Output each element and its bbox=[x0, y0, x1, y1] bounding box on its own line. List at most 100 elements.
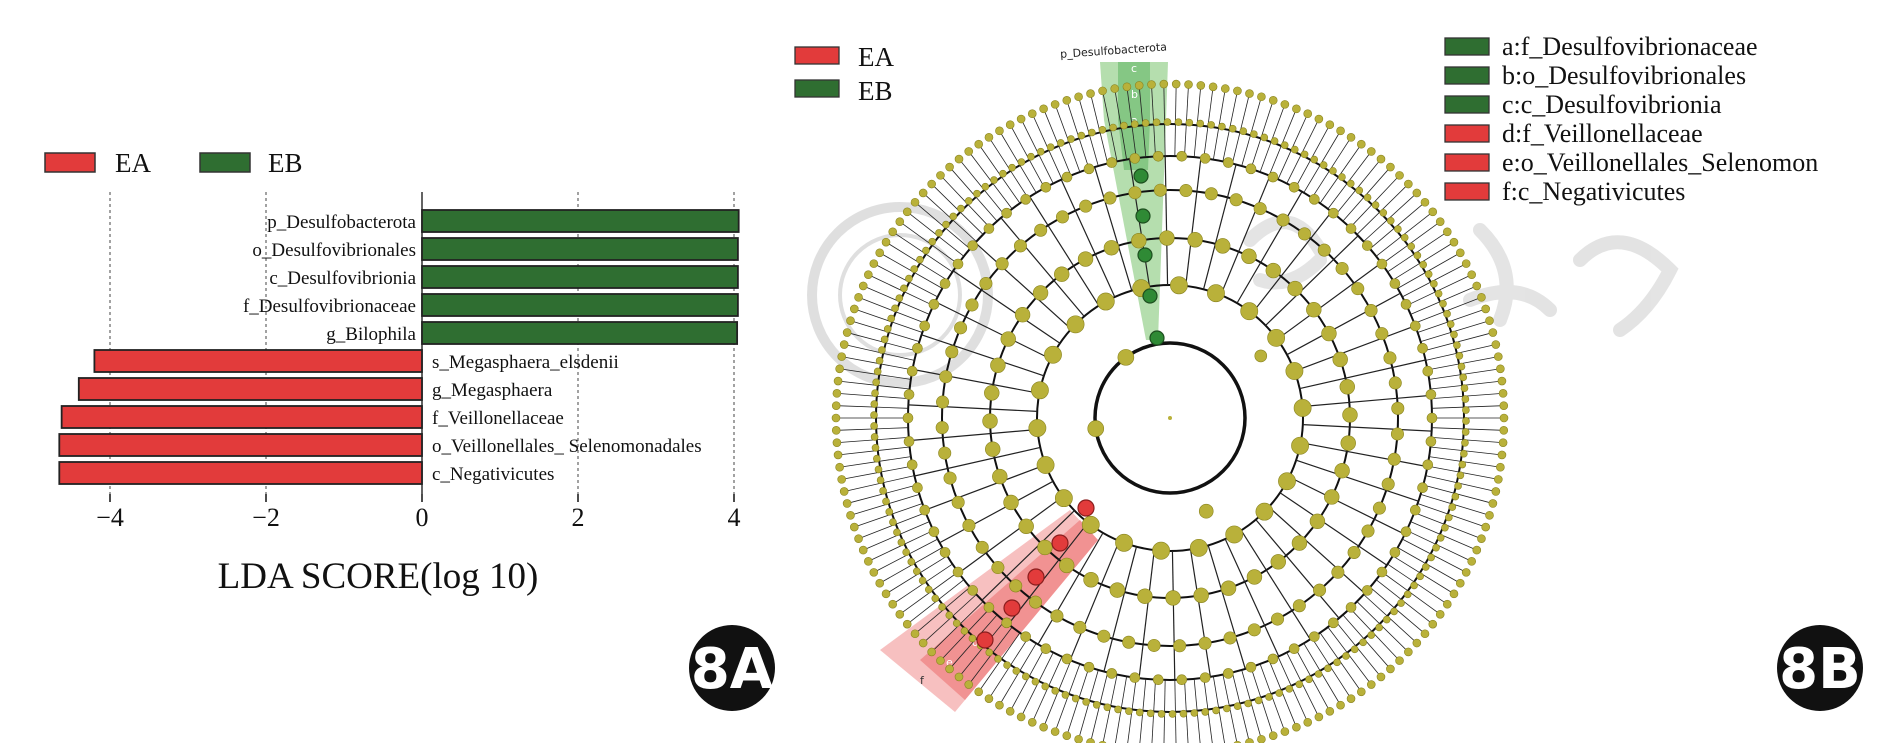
clade-node bbox=[1253, 202, 1267, 216]
clade-node bbox=[1198, 503, 1214, 519]
leaf-node bbox=[1376, 672, 1386, 682]
clade-node bbox=[906, 365, 918, 377]
leaf-node bbox=[1017, 158, 1026, 166]
clade-node bbox=[1117, 349, 1135, 366]
leaf-node bbox=[1386, 216, 1395, 225]
clade-branch bbox=[1202, 164, 1237, 290]
clade-node bbox=[1106, 157, 1117, 168]
clade-node bbox=[1225, 525, 1244, 544]
leaf-node bbox=[880, 335, 889, 344]
clade-node bbox=[1044, 345, 1062, 364]
leaf-node bbox=[876, 476, 885, 485]
leaf-node bbox=[1208, 82, 1218, 92]
clade-branch bbox=[958, 496, 1064, 574]
leaf-node bbox=[1233, 86, 1242, 96]
bar-label: o_Desulfovibrionales bbox=[252, 240, 416, 261]
clade-branch bbox=[1279, 492, 1388, 566]
leaf-node bbox=[1435, 217, 1445, 226]
leaf-node bbox=[850, 522, 859, 532]
clade-node bbox=[1417, 342, 1428, 354]
leaf-node bbox=[1481, 304, 1490, 314]
clade-node bbox=[1122, 635, 1136, 649]
bar bbox=[58, 433, 423, 457]
clade-branch bbox=[1128, 159, 1151, 287]
clade-branch bbox=[981, 510, 1075, 601]
clade-node bbox=[1103, 240, 1120, 256]
ea-node bbox=[976, 631, 994, 649]
clade-node bbox=[1372, 501, 1386, 515]
leaf-node bbox=[1371, 201, 1380, 209]
leaf-node bbox=[1455, 578, 1465, 588]
leaf-node bbox=[1244, 699, 1252, 708]
leaf-node bbox=[881, 589, 891, 599]
clade-node bbox=[1087, 420, 1105, 437]
clade-node bbox=[1129, 153, 1141, 164]
leaf-node bbox=[885, 508, 894, 516]
clade-node bbox=[1328, 207, 1339, 219]
clade-node bbox=[1285, 362, 1304, 380]
leaf-node bbox=[994, 655, 1002, 663]
clade-node bbox=[1342, 407, 1358, 423]
leaf-node bbox=[902, 619, 912, 629]
clade-branch bbox=[1288, 476, 1406, 535]
clade-node bbox=[975, 540, 989, 554]
clade-node bbox=[1037, 539, 1053, 556]
red-letter-f: f bbox=[920, 674, 925, 687]
leaf-node bbox=[985, 648, 994, 657]
leaf-node bbox=[1416, 572, 1424, 581]
leaf-node bbox=[981, 182, 990, 191]
leaf-node bbox=[1174, 118, 1183, 126]
clade-node bbox=[1391, 401, 1405, 415]
clade-node bbox=[1187, 232, 1203, 248]
clade-node bbox=[1115, 533, 1133, 552]
clade-node bbox=[1066, 315, 1085, 334]
clade-branch bbox=[952, 270, 1061, 344]
leaf-node bbox=[1036, 147, 1045, 156]
clade-node bbox=[1381, 477, 1395, 491]
clade-node bbox=[1032, 285, 1049, 301]
clade-node bbox=[1254, 349, 1268, 363]
clade-node bbox=[1204, 187, 1218, 201]
clade-node bbox=[1422, 459, 1434, 471]
leaf-node bbox=[1366, 680, 1376, 689]
leaf-node bbox=[995, 700, 1004, 710]
clade-node bbox=[1387, 452, 1401, 466]
panel-badge-circle bbox=[689, 625, 775, 711]
leaf-node bbox=[875, 356, 884, 365]
bar bbox=[421, 209, 740, 233]
clade-branch bbox=[1299, 359, 1426, 390]
leaf-node bbox=[1050, 727, 1060, 736]
clade-node bbox=[1364, 303, 1378, 317]
clade-node bbox=[935, 421, 949, 435]
leaf-node bbox=[945, 611, 954, 620]
leaf-node bbox=[1461, 395, 1470, 403]
cladogram-panel: p_Desulfobacterota c b a f e d EA EB a:f… bbox=[794, 32, 1863, 743]
clade-legend-swatch bbox=[1444, 124, 1490, 143]
bar-label: s_Megasphaera_elsdenii bbox=[432, 352, 619, 373]
leaf-node bbox=[1292, 104, 1301, 114]
leaf-node bbox=[1008, 163, 1016, 172]
clade-node bbox=[1198, 636, 1212, 650]
bar bbox=[421, 237, 739, 261]
leaf-node bbox=[918, 576, 927, 585]
leaf-node bbox=[1005, 120, 1015, 130]
clade-node bbox=[943, 471, 957, 485]
leaf-node bbox=[846, 316, 855, 325]
clade-legend-swatch bbox=[1444, 37, 1490, 56]
bar-label: c_Negativicutes bbox=[432, 464, 554, 485]
leaf-node bbox=[1305, 675, 1313, 684]
bar bbox=[58, 461, 423, 485]
leaf-node bbox=[1082, 698, 1090, 706]
clade-node bbox=[1293, 399, 1312, 417]
leaf-node bbox=[1456, 471, 1465, 480]
leaf-node bbox=[1499, 413, 1509, 423]
leaf-node bbox=[1450, 330, 1458, 339]
leaf-node bbox=[1336, 700, 1345, 710]
leaf-node bbox=[1485, 511, 1494, 520]
leaf-node bbox=[833, 376, 843, 386]
leaf-node bbox=[1325, 120, 1335, 130]
green-wedge-title: p_Desulfobacterota bbox=[1060, 40, 1168, 60]
leaf-node bbox=[1449, 589, 1459, 599]
clade-node bbox=[1335, 261, 1349, 275]
clade-node bbox=[952, 258, 964, 270]
